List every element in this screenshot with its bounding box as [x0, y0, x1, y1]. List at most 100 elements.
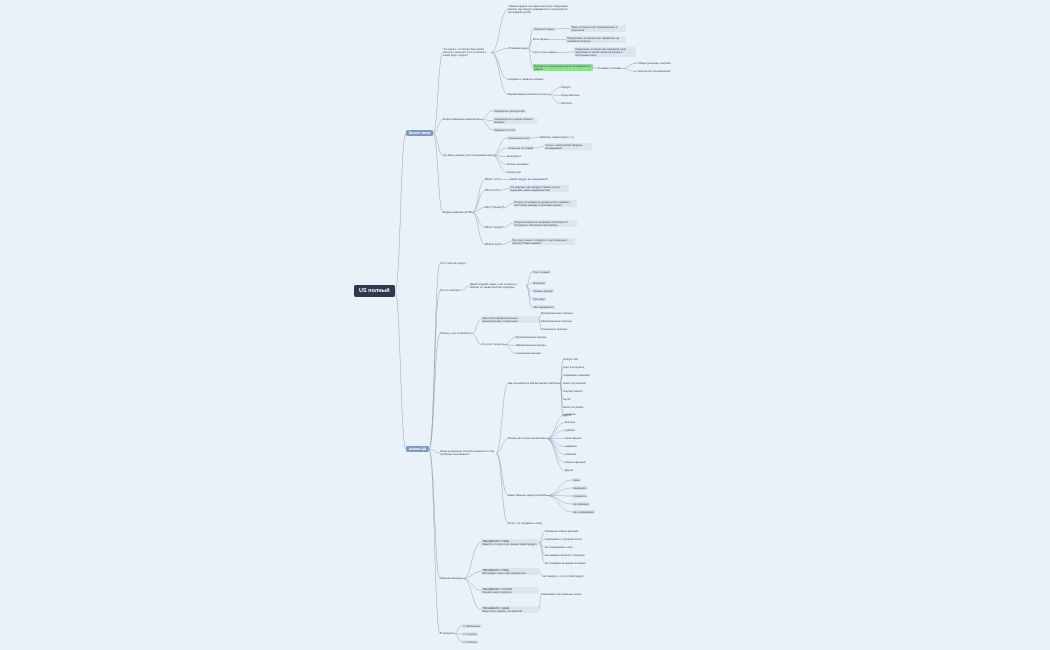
topic-node[interactable]: Разделение, который уже определяет для а…	[574, 47, 637, 58]
topic-node[interactable]: Кто покупает наш продукт? Какие группы в…	[509, 185, 570, 193]
topic-node[interactable]: В процессе	[440, 632, 454, 635]
topic-node[interactable]: УБЕЖДЕНИЕ О ТЕБЕ Респондент хочет тебе п…	[481, 568, 540, 576]
topic-node[interactable]: Суть и роль задачи	[533, 51, 557, 54]
root-node[interactable]: US полный	[354, 285, 395, 297]
topic-node[interactable]: Недоверие	[572, 486, 588, 491]
topic-node[interactable]: Что у тебя за продукт	[440, 262, 466, 265]
topic-node[interactable]: Не задавать вопросы о будущем	[545, 554, 585, 557]
topic-node[interactable]: Функциональные причины	[541, 312, 573, 315]
topic-node[interactable]: Конкуренты	[507, 155, 522, 158]
topic-node[interactable]: Какие боли функциональные, эмоциональные…	[481, 316, 540, 324]
topic-node[interactable]: УБЕЖДЕНИЕ О ЧУЖОМ Оценка чужого продукта	[481, 587, 540, 595]
topic-node[interactable]: понятнее	[565, 453, 577, 456]
topic-node[interactable]: Создание и задача интервью	[508, 78, 544, 81]
topic-node[interactable]: Что важно учитывать	[597, 67, 623, 70]
topic-node[interactable]: Как пользователь сейчас решает проблему	[508, 382, 561, 385]
topic-node[interactable]: покупает аналог	[563, 390, 583, 393]
topic-node[interactable]: надёжнее	[565, 445, 577, 448]
topic-node[interactable]: Чем занимаются	[532, 305, 555, 310]
topic-node[interactable]: Who? (кто?)	[485, 189, 500, 192]
topic-node[interactable]: Личные интервью	[507, 163, 529, 166]
topic-node[interactable]: Другое	[565, 469, 574, 472]
topic-node[interactable]: Что хотят получить	[481, 343, 505, 346]
topic-node[interactable]: Определиться с целью поиска и выводов	[493, 117, 538, 125]
topic-node[interactable]: Почему у них потребность	[440, 332, 472, 335]
topic-node[interactable]: Формирование решения и итоги	[508, 93, 547, 96]
topic-node[interactable]: УБЕЖДЕНИЕ О СЕБЕ Кажется, что все хотят …	[481, 539, 540, 547]
topic-node[interactable]: Где брать данные для исследования ЦА	[443, 154, 492, 157]
topic-node[interactable]: Где живут	[532, 297, 547, 302]
topic-node[interactable]: Когда проведение анализа ЦА	[443, 118, 480, 121]
topic-node[interactable]: Правила CJ и CX	[493, 128, 517, 133]
topic-node[interactable]: Продуктовое: который хочет заработать на…	[566, 36, 627, 44]
topic-node[interactable]: Пол и возраст	[532, 270, 552, 275]
topic-node[interactable]: дешевле	[565, 413, 576, 416]
topic-node[interactable]: Сложность	[572, 494, 588, 499]
topic-node[interactable]: терпит	[563, 398, 572, 401]
topic-node[interactable]: Давай подумай, какие у нас клиенты, и на…	[470, 283, 518, 290]
topic-node[interactable]: What? (что?)	[485, 178, 501, 181]
topic-node[interactable]: Какие барьеры перед покупкой	[508, 494, 546, 497]
topic-node[interactable]: Роли задачи	[533, 38, 549, 41]
topic-node[interactable]: качественнее	[565, 437, 582, 440]
topic-node[interactable]: спрашивает знакомых	[563, 374, 590, 377]
topic-node[interactable]: Почему мы лучше альтернатив	[508, 437, 546, 440]
topic-node[interactable]: Социальные причины	[541, 328, 568, 331]
topic-node[interactable]: Where? (где?)	[485, 243, 502, 246]
topic-node[interactable]: Другое	[563, 414, 572, 417]
topic-node[interactable]: Не подсказывать ответ	[545, 546, 573, 549]
topic-node[interactable]: Нет времени	[572, 502, 590, 507]
topic-node[interactable]: Итого: что продавать и кому	[508, 522, 542, 525]
topic-node[interactable]: Представление	[561, 94, 580, 97]
topic-node[interactable]: Какие интересные способы решения и в чём…	[440, 450, 495, 457]
topic-node[interactable]: Прототип	[561, 102, 573, 105]
topic-node[interactable]: Ловушки интервью	[440, 577, 463, 580]
topic-node[interactable]: быстрее	[565, 421, 576, 424]
branch-audience[interactable]: Анализ ЦА	[406, 446, 430, 452]
topic-node[interactable]: УБЕЖДЕНИЕ О ЦЕНЕ Люди легко говорят, что…	[481, 606, 540, 614]
topic-node[interactable]: Определить цели для ЦА	[493, 109, 527, 114]
topic-node[interactable]: Социальные сети	[507, 136, 531, 141]
topic-node[interactable]: Функциональные выгоды	[516, 336, 547, 339]
topic-node[interactable]: Паблики, комментарии и т.д.	[540, 136, 575, 139]
topic-node[interactable]: Установка задач	[508, 47, 528, 50]
topic-node[interactable]: Масштаб задачи	[533, 27, 556, 32]
topic-node[interactable]: When? (когда?)	[485, 226, 504, 229]
topic-node[interactable]: ничего не делает	[563, 406, 584, 409]
topic-node[interactable]: Проверять ответы фактами	[545, 530, 579, 533]
topic-node[interactable]: 2. Слушать	[462, 632, 478, 637]
topic-node[interactable]: Не говорить, что это твой продукт	[543, 575, 584, 578]
topic-node[interactable]: платит за решение	[563, 382, 586, 385]
topic-node[interactable]: 1. Записывать	[462, 624, 482, 629]
topic-node[interactable]: пробует сам	[563, 358, 578, 361]
topic-node[interactable]: Какой продукт мы предлагаем?	[510, 178, 548, 181]
topic-node[interactable]: Уровень дохода	[532, 289, 554, 294]
topic-node[interactable]: Продукт	[561, 86, 571, 89]
topic-node[interactable]: Модель анализа ЦА 5W	[443, 211, 472, 214]
topic-node[interactable]: Опросы ЦА	[507, 171, 521, 174]
topic-node[interactable]: больше функций	[565, 461, 586, 464]
topic-node[interactable]: 2. Количество пользователей	[635, 70, 671, 73]
topic-node[interactable]: Почему пользователь должен купить именно…	[513, 200, 578, 208]
topic-node[interactable]: Социальные выгоды	[516, 352, 541, 355]
topic-node[interactable]: Интересы	[532, 281, 547, 286]
topic-node-highlighted[interactable]: Выборка и оценка результатов пользовател…	[533, 64, 594, 72]
topic-node[interactable]: Не продавать во время интервью	[545, 562, 586, 565]
topic-node[interactable]: Что значит, что бизнес без поиска смысла…	[443, 48, 487, 58]
topic-node[interactable]: удобнее	[565, 429, 575, 432]
topic-node[interactable]: Эмоциональные причины	[541, 320, 573, 323]
topic-node[interactable]: Нет информации	[572, 510, 596, 515]
topic-node[interactable]: Люди, которые хотят определенного и резу…	[570, 25, 627, 33]
topic-node[interactable]: 3. Уточнять	[462, 640, 479, 645]
topic-node[interactable]: Открытые источники	[507, 146, 535, 151]
branch-business[interactable]: Бизнес зачем	[406, 130, 434, 136]
topic-node[interactable]: Главная задача: интервью выступает связу…	[508, 5, 568, 15]
topic-node[interactable]: ищет в интернете	[563, 366, 585, 369]
topic-node[interactable]: Где люди узнают о продукте и где соверша…	[511, 238, 576, 246]
topic-node[interactable]: 1. Общее решение и метрики	[635, 62, 671, 65]
topic-node[interactable]: Эмоциональные выгоды	[516, 344, 546, 347]
topic-node[interactable]: Спрашивать о прошлом опыте	[545, 538, 583, 541]
topic-node[interactable]: Цена	[572, 478, 581, 483]
topic-node[interactable]: Статьи, тематические форумы, исследовани…	[544, 143, 593, 151]
topic-node[interactable]: Why? (почему?)	[485, 206, 505, 209]
